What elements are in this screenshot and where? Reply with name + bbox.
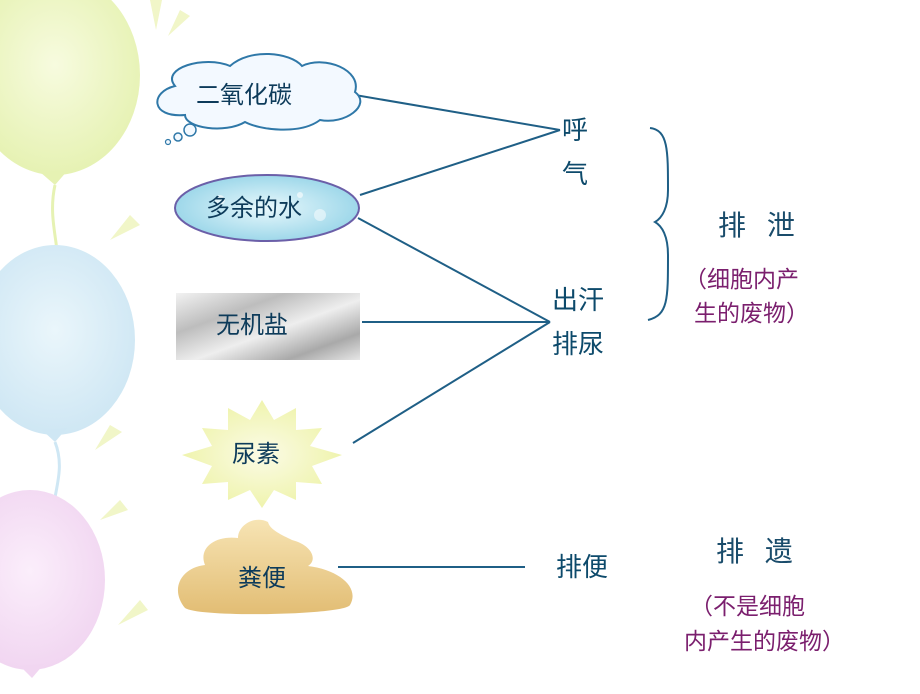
route-breathe-char1: 呼 [562,116,589,146]
excretion-brace [647,127,670,321]
balloon-pink-decoration [0,490,105,678]
node-feces-label: 粪便 [238,564,286,592]
connector-lines [338,94,670,568]
node-water-label: 多余的水 [206,194,302,222]
salt-rect-shape [176,293,360,360]
line-urea-to-sweat [352,321,551,444]
sun-ray-decoration [95,0,190,625]
line-water-to-breathe [359,129,561,196]
urea-starburst-shape [182,400,342,508]
excretion-note-line2: 生的废物） [694,301,809,327]
category-egestion-label: 排 遗 [716,535,799,568]
co2-cloud-shape [156,53,362,146]
node-salt-label: 无机盐 [216,311,288,339]
line-water-to-sweat [357,217,551,323]
egestion-note-line2: 内产生的废物） [684,629,845,655]
feces-mound-shape [177,519,353,615]
water-ellipse-shape [174,174,360,242]
route-defecate-label: 排便 [556,553,609,583]
balloon-blue-decoration [0,245,135,541]
node-urea-label: 尿素 [232,440,280,468]
line-co2-to-breathe [354,94,561,131]
route-breathe-char2: 气 [562,160,589,190]
route-urine-label: 排尿 [552,330,605,360]
node-co2-label: 二氧化碳 [196,81,292,109]
route-sweat-label: 出汗 [552,286,605,316]
egestion-note-line1: （不是细胞 [690,594,805,620]
excretion-note-line1: （细胞内产 [684,267,799,293]
category-excretion-label: 排 泄 [718,209,801,242]
